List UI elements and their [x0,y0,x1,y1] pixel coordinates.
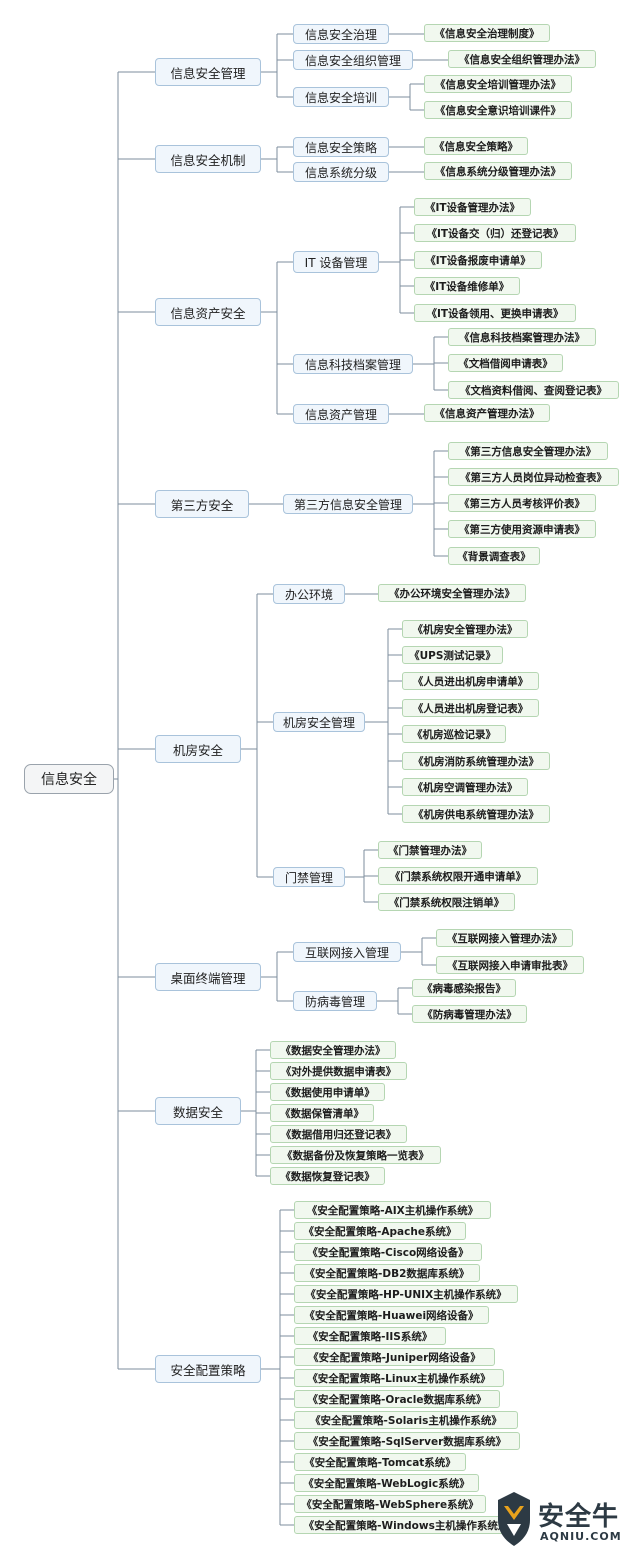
document-node: 《安全配置策略-Huawei网络设备》 [294,1306,489,1324]
subcategory-node: IT 设备管理 [293,251,379,273]
document-node: 《人员进出机房申请单》 [402,672,539,690]
document-node: 《安全配置策略-Apache系统》 [294,1222,466,1240]
document-node: 《安全配置策略-Windows主机操作系统》 [294,1516,518,1534]
subcategory-node: 互联网接入管理 [293,942,401,962]
document-node: 《机房安全管理办法》 [402,620,528,638]
document-node: 《防病毒管理办法》 [412,1005,527,1023]
document-node: 《机房供电系统管理办法》 [402,805,550,823]
document-node: 《IT设备报废申请单》 [414,251,542,269]
subcategory-node: 信息安全组织管理 [293,50,413,70]
document-node: 《病毒感染报告》 [412,979,516,997]
subcategory-node: 信息安全培训 [293,87,389,107]
document-node: 《安全配置策略-HP-UNIX主机操作系统》 [294,1285,518,1303]
bull-shield-icon [498,1492,530,1546]
document-node: 《信息科技档案管理办法》 [448,328,596,346]
document-node: 《信息安全策略》 [424,137,528,155]
document-node: 《第三方使用资源申请表》 [448,520,596,538]
subcategory-node: 门禁管理 [273,867,345,887]
subcategory-node: 机房安全管理 [273,712,365,732]
document-node: 《安全配置策略-IIS系统》 [294,1327,446,1345]
subcategory-node: 信息科技档案管理 [293,354,413,374]
watermark-text: 安全牛 [538,1502,620,1532]
watermark-logo: 安全牛 AQNIU.COM [490,1490,640,1552]
document-node: 《安全配置策略-WebLogic系统》 [294,1474,479,1492]
root-node: 信息安全 [24,764,114,794]
document-node: 《门禁系统权限开通申请单》 [378,867,538,885]
document-node: 《信息安全治理制度》 [424,24,550,42]
category-node: 机房安全 [155,735,241,763]
category-node: 信息资产安全 [155,298,261,326]
subcategory-node: 信息系统分级 [293,162,389,182]
subcategory-node: 信息安全策略 [293,137,389,157]
subcategory-node: 第三方信息安全管理 [283,494,413,514]
category-node: 信息安全机制 [155,145,261,173]
document-node: 《第三方人员考核评价表》 [448,494,596,512]
document-node: 《数据恢复登记表》 [270,1167,385,1185]
document-node: 《数据使用申请单》 [270,1083,385,1101]
document-node: 《IT设备领用、更换申请表》 [414,304,576,322]
document-node: 《办公环境安全管理办法》 [378,584,526,602]
document-node: 《门禁系统权限注销单》 [378,893,515,911]
document-node: 《安全配置策略-WebSphere系统》 [294,1495,486,1513]
document-node: 《数据安全管理办法》 [270,1041,396,1059]
document-node: 《信息系统分级管理办法》 [424,162,572,180]
document-node: 《背景调查表》 [448,547,540,565]
document-node: 《安全配置策略-Cisco网络设备》 [294,1243,482,1261]
document-node: 《IT设备维修单》 [414,277,520,295]
document-node: 《人员进出机房登记表》 [402,699,539,717]
document-node: 《安全配置策略-Juniper网络设备》 [294,1348,495,1366]
document-node: 《第三方信息安全管理办法》 [448,442,608,460]
document-node: 《机房消防系统管理办法》 [402,752,550,770]
document-node: 《互联网接入申请审批表》 [436,956,584,974]
document-node: 《IT设备交（归）还登记表》 [414,224,576,242]
category-node: 第三方安全 [155,490,249,518]
document-node: 《IT设备管理办法》 [414,198,531,216]
document-node: 《数据备份及恢复策略一览表》 [270,1146,441,1164]
document-node: 《机房空调管理办法》 [402,778,528,796]
document-node: 《安全配置策略-DB2数据库系统》 [294,1264,480,1282]
document-node: 《安全配置策略-Solaris主机操作系统》 [294,1411,518,1429]
document-node: 《信息安全培训管理办法》 [424,75,572,93]
document-node: 《信息资产管理办法》 [424,404,550,422]
document-node: 《数据借用归还登记表》 [270,1125,407,1143]
subcategory-node: 信息安全治理 [293,24,389,44]
document-node: 《信息安全组织管理办法》 [448,50,596,68]
document-node: 《安全配置策略-Tomcat系统》 [294,1453,466,1471]
document-node: 《数据保管清单》 [270,1104,374,1122]
document-node: 《安全配置策略-Linux主机操作系统》 [294,1369,504,1387]
subcategory-node: 信息资产管理 [293,404,389,424]
document-node: 《文档资料借阅、查阅登记表》 [448,381,619,399]
document-node: 《对外提供数据申请表》 [270,1062,407,1080]
watermark-sub: AQNIU.COM [540,1530,622,1543]
category-node: 数据安全 [155,1097,241,1125]
document-node: 《信息安全意识培训课件》 [424,101,572,119]
document-node: 《UPS测试记录》 [402,646,503,664]
category-node: 安全配置策略 [155,1355,261,1383]
document-node: 《安全配置策略-Oracle数据库系统》 [294,1390,500,1408]
document-node: 《安全配置策略-SqlServer数据库系统》 [294,1432,520,1450]
document-node: 《机房巡检记录》 [402,725,506,743]
category-node: 桌面终端管理 [155,963,261,991]
document-node: 《互联网接入管理办法》 [436,929,573,947]
category-node: 信息安全管理 [155,58,261,86]
subcategory-node: 办公环境 [273,584,345,604]
document-node: 《第三方人员岗位异动检查表》 [448,468,619,486]
subcategory-node: 防病毒管理 [293,991,377,1011]
document-node: 《安全配置策略-AIX主机操作系统》 [294,1201,491,1219]
document-node: 《门禁管理办法》 [378,841,482,859]
document-node: 《文档借阅申请表》 [448,354,563,372]
